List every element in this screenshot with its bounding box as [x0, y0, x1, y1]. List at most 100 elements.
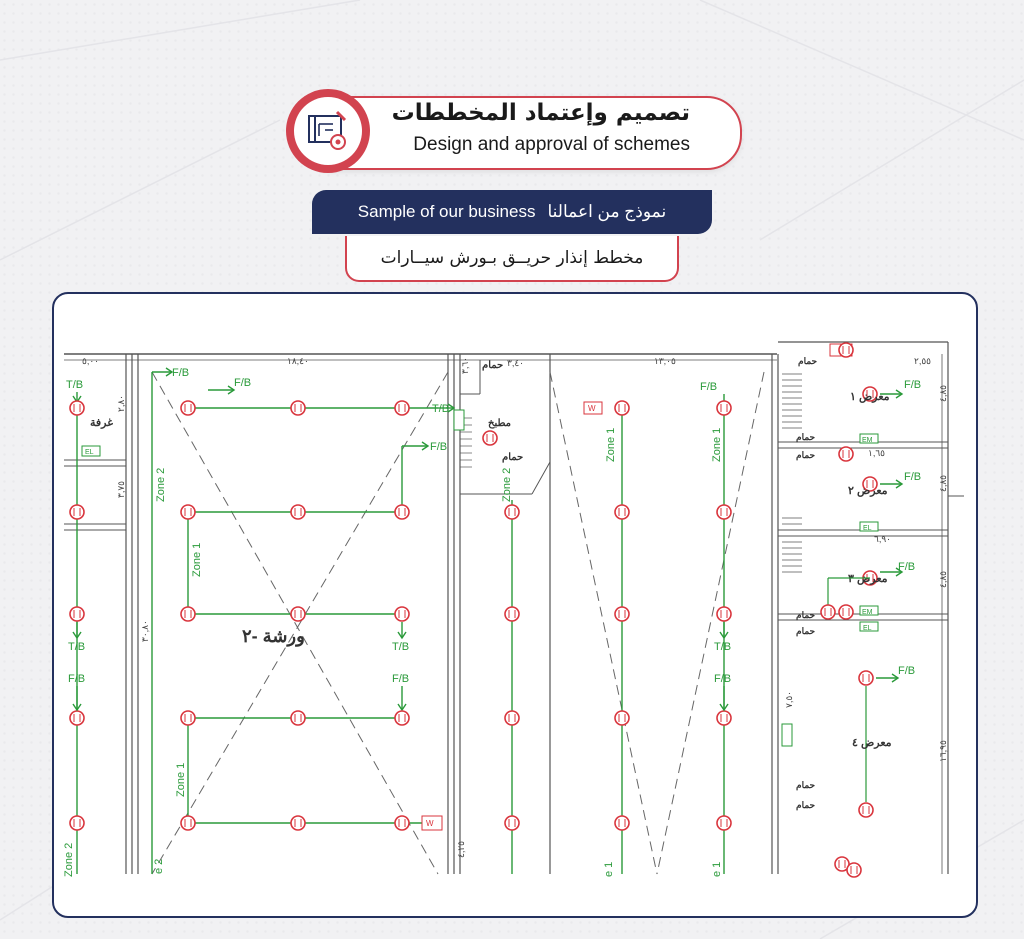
smoke-detector: [180, 504, 196, 520]
em-box: [859, 433, 879, 444]
arrow-head: [421, 441, 430, 451]
smoke-detector: [290, 710, 306, 726]
smoke-detector: [858, 802, 874, 818]
sample-banner: Sample of our business نموذج من اعمالنا: [312, 190, 712, 234]
bath-label: حمام: [502, 452, 523, 463]
zone-label: e 1: [603, 862, 615, 877]
smoke-detector: [290, 815, 306, 831]
smoke-detector: [180, 710, 196, 726]
fb-label: F/B: [430, 441, 447, 453]
zone-label: e 1: [711, 862, 723, 877]
tb-label: T/B: [714, 641, 731, 653]
smoke-detector: [504, 815, 520, 831]
el-box: [859, 521, 879, 532]
smoke-detector: [820, 604, 836, 620]
em-box: [859, 605, 879, 616]
dimension-label: ٤,٨٥: [938, 385, 948, 402]
arrow-head: [165, 367, 174, 377]
bath-label: حمام: [796, 610, 816, 621]
tb-label: T/B: [66, 379, 83, 391]
room-label: غرفة: [90, 417, 113, 429]
arrow-head: [895, 389, 904, 399]
header-title-english: Design and approval of schemes: [413, 134, 690, 155]
smoke-detector: [290, 400, 306, 416]
el-box: [81, 445, 101, 457]
smoke-detector: [716, 504, 732, 520]
smoke-detector: [838, 342, 854, 358]
smoke-detector: [716, 815, 732, 831]
el-label: EL: [863, 525, 872, 532]
smoke-detector: [180, 606, 196, 622]
showroom-label: معرض ١: [850, 391, 890, 403]
smoke-detector: [69, 606, 85, 622]
smoke-detector: [69, 400, 85, 416]
arrow-head: [895, 479, 904, 489]
dimension-label: ١,٦٥: [868, 448, 885, 458]
el-box: [781, 723, 793, 747]
fb-label: F/B: [898, 561, 915, 573]
smoke-detector: [69, 504, 85, 520]
fb-label: F/B: [172, 367, 189, 379]
dimension-label: ٦,٩٠: [874, 534, 891, 544]
smoke-detector: [394, 815, 410, 831]
zone-label: e 2: [153, 859, 165, 874]
el-box: [453, 409, 465, 431]
sample-banner-arabic: نموذج من اعمالنا: [547, 202, 667, 221]
smoke-detector: [394, 504, 410, 520]
bath-label: حمام: [798, 356, 818, 367]
bath-label: حمام: [796, 780, 816, 791]
em-label: EM: [862, 609, 873, 616]
showroom-label: معرض ٤: [852, 737, 892, 749]
dimension-label: ٤,٨٥: [938, 571, 948, 588]
arrow-head: [719, 631, 729, 640]
arrow-head: [719, 703, 729, 712]
arrow-head: [72, 631, 82, 640]
smoke-detector: [716, 606, 732, 622]
smoke-detector: [69, 815, 85, 831]
smoke-detector: [394, 606, 410, 622]
smoke-detector: [838, 446, 854, 462]
smoke-detector: [846, 862, 862, 878]
w-box: [583, 401, 603, 415]
header-title-arabic: تصميم وإعتماد المخططات: [391, 100, 690, 126]
bath-label: حمام: [796, 800, 816, 811]
el-label: EL: [863, 625, 872, 632]
arrow-head: [895, 567, 904, 577]
arrow-head: [72, 703, 82, 712]
tb-label: T/B: [68, 641, 85, 653]
arrow-head: [397, 631, 407, 640]
dimension-label: ٥,٠٠: [82, 356, 99, 366]
zone-label: Zone 2: [501, 468, 513, 502]
smoke-detector: [858, 670, 874, 686]
bath-label: حمام: [482, 360, 503, 371]
showroom-label: معرض ٢: [848, 485, 888, 497]
sample-banner-english: Sample of our business: [357, 202, 536, 221]
em-label: EM: [862, 437, 873, 444]
smoke-detector: [180, 400, 196, 416]
dimension-label: ١٨,٤٠: [287, 356, 309, 366]
el-label: EL: [85, 449, 94, 456]
dashed-diagonal: [549, 371, 658, 875]
fb-label: F/B: [714, 673, 731, 685]
dimension-label: ٣,٧٥: [116, 481, 126, 498]
fb-label: F/B: [904, 379, 921, 391]
dimension-label: ٣,٦٠: [460, 357, 470, 374]
dimension-label: ١٣,٠٥: [654, 356, 676, 366]
wall: [531, 461, 551, 495]
smoke-detector: [290, 606, 306, 622]
dimension-label: ٤,٨٥: [938, 475, 948, 492]
smoke-detector: [614, 400, 630, 416]
bath-label: حمام: [796, 450, 816, 461]
dashed-diagonal: [656, 371, 765, 875]
zone-label: Zone 1: [711, 428, 723, 462]
fb-label: F/B: [700, 381, 717, 393]
zone-label: Zone 1: [175, 763, 187, 797]
plan-caption-text: مخطط إنذار حريــق بـورش سيــارات: [380, 248, 644, 268]
arrow-head: [447, 403, 456, 413]
dimension-label: ٣٠,٨٠: [140, 620, 150, 642]
zone-label: Zone 2: [63, 843, 75, 877]
bath-label: حمام: [796, 432, 816, 443]
w-box: [421, 815, 443, 831]
